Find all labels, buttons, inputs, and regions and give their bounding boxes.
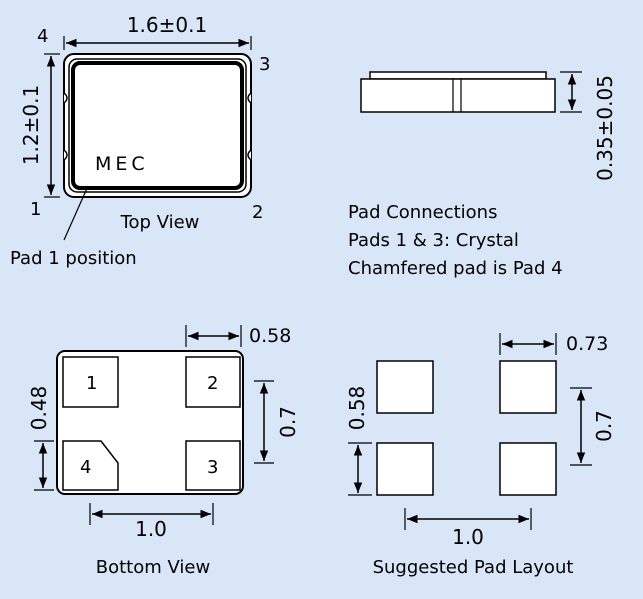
width-dimension-label: 1.6±0.1 (127, 13, 207, 37)
bv-pitch-v-label: 0.7 (276, 406, 300, 438)
side-view: 0.35±0.05 (360, 71, 617, 181)
bottom-pad-3 (185, 440, 241, 491)
suggested-pad-layout: 0.73 0.7 0.58 1.0 Suggested Pad Layout (345, 333, 616, 578)
top-pin-1-label: 1 (30, 199, 41, 220)
pad1-leader-line (63, 185, 89, 241)
part-marking: MEC (95, 153, 149, 175)
pad-connections-line-2: Chamfered pad is Pad 4 (348, 258, 563, 279)
bottom-pad-4-label: 4 (80, 457, 91, 478)
bottom-pad-4-chamfered (62, 440, 119, 491)
pl-pad-width-label: 0.73 (566, 333, 608, 355)
bottom-pad-2 (185, 356, 241, 408)
layout-pad-bottom-right (499, 442, 557, 496)
bottom-pad-2-label: 2 (207, 373, 218, 394)
height-dimension-label: 1.2±0.1 (19, 85, 43, 165)
bv-pitch-h-label: 1.0 (135, 517, 167, 541)
top-pin-2-label: 2 (252, 202, 263, 223)
layout-pad-top-right (499, 360, 557, 414)
pad-connections-heading: Pad Connections (348, 202, 497, 223)
bv-pad-height-label: 0.48 (27, 386, 51, 431)
bottom-view-caption: Bottom View (96, 557, 210, 578)
pl-pitch-h-label: 1.0 (452, 525, 484, 549)
pl-pad-height-label: 0.58 (345, 386, 369, 431)
castellation-notches (63, 92, 252, 161)
pad-connections-line-1: Pads 1 & 3: Crystal (348, 230, 519, 251)
layout-pad-bottom-left (376, 442, 434, 496)
pad-connections-notes: Pad Connections Pads 1 & 3: Crystal Cham… (348, 202, 563, 279)
pad1-position-note: Pad 1 position (10, 248, 137, 269)
top-pin-4-label: 4 (37, 26, 48, 47)
pl-pitch-v-label: 0.7 (592, 410, 616, 442)
top-view: 1.6±0.1 1.2±0.1 4 3 1 2 MEC Top View Pad… (10, 13, 270, 269)
bottom-pad-1-label: 1 (86, 373, 97, 394)
side-view-lid (369, 71, 547, 80)
top-view-caption: Top View (120, 212, 200, 233)
top-view-lid (71, 61, 244, 190)
bv-pad-width-label: 0.58 (249, 325, 291, 347)
side-view-body (360, 78, 556, 113)
pad-layout-caption: Suggested Pad Layout (373, 557, 574, 578)
layout-pad-top-left (376, 360, 434, 414)
top-pin-3-label: 3 (259, 54, 270, 75)
bottom-view: 1 2 4 3 0.58 0.7 0.48 1.0 Bottom View (27, 325, 300, 578)
thickness-dimension-label: 0.35±0.05 (593, 75, 617, 181)
bottom-pad-3-label: 3 (207, 457, 218, 478)
bottom-pad-1 (62, 356, 119, 408)
